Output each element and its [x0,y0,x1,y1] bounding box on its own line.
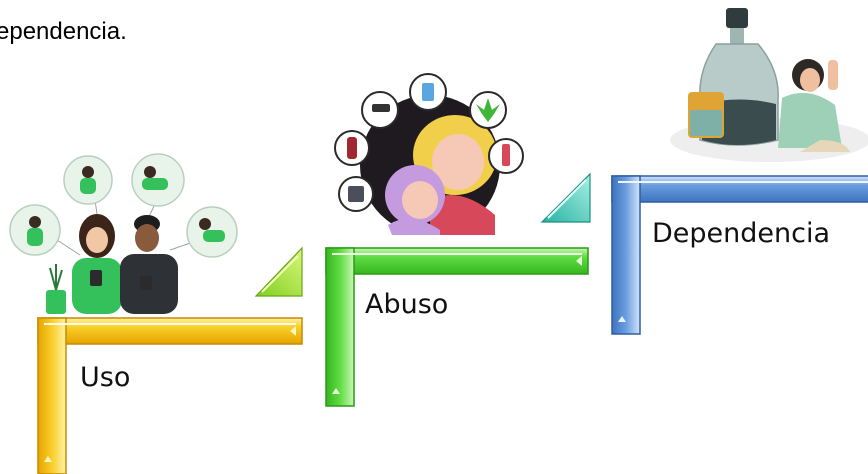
young-people-phones-icon [10,154,237,314]
step-dependencia-bracket [612,176,868,334]
step-label-dependencia: Dependencia [652,218,830,249]
step-uso-bracket [38,318,302,474]
step-label-uso: Uso [80,362,130,393]
arrow-triangle-lime [256,248,302,296]
bottle-person-icon [670,8,868,162]
step-abuso-bracket [326,248,588,406]
step-label-abuso: Abuso [365,289,448,320]
substances-circle-icon [335,74,523,235]
arrow-triangle-teal [542,174,590,222]
